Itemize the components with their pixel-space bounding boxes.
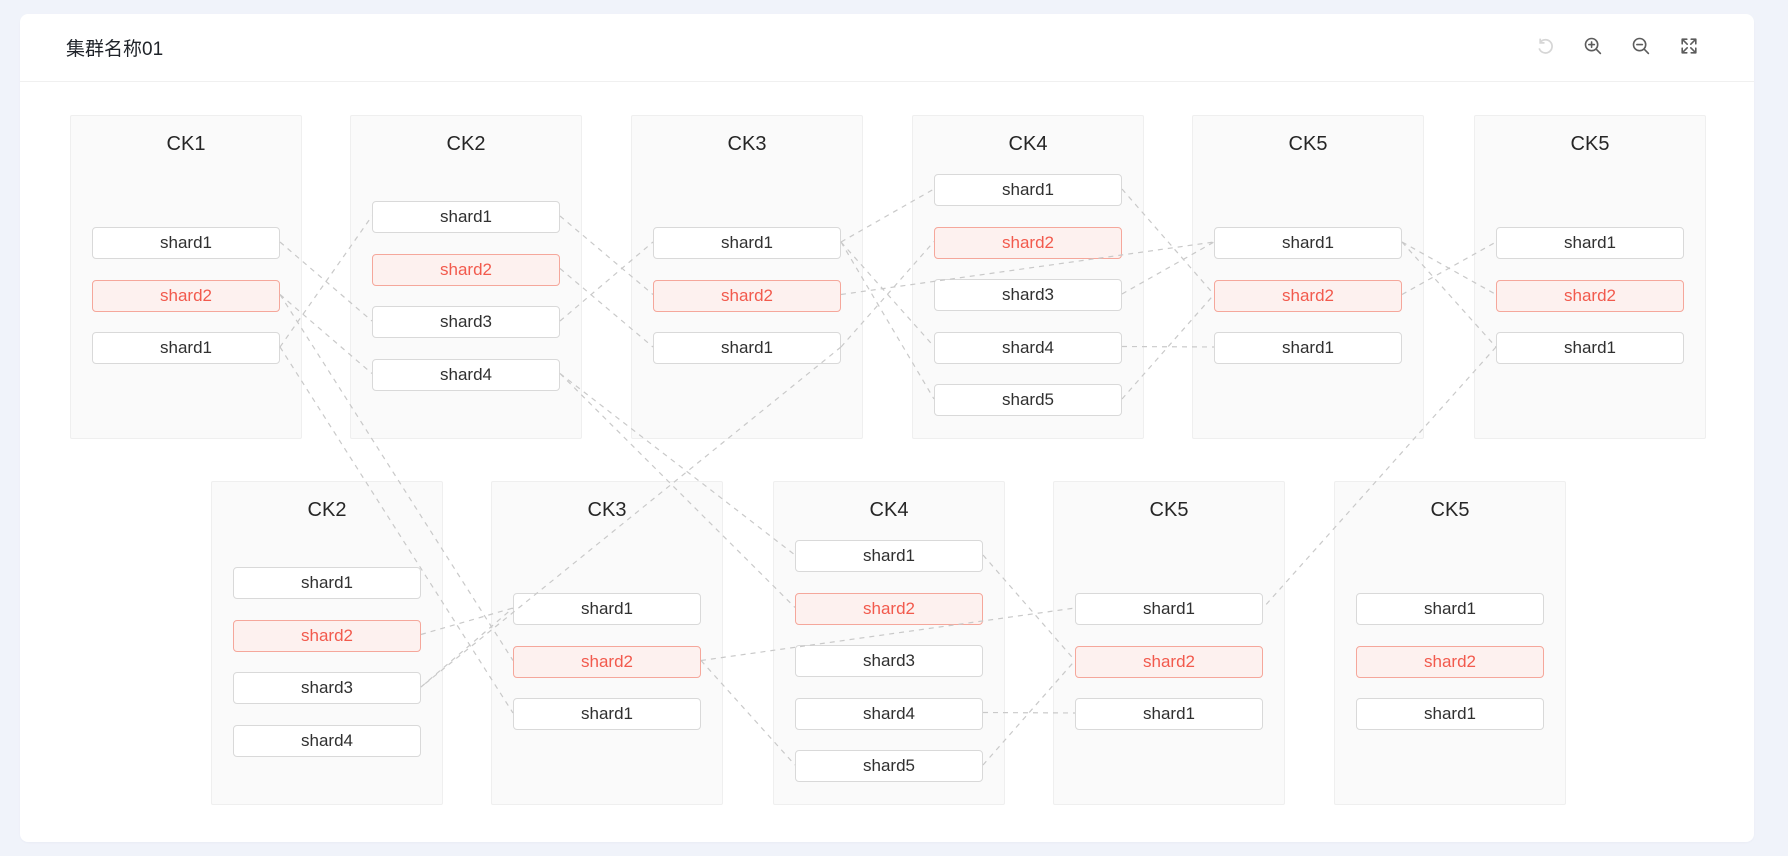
shard-node-t2-shard3[interactable]: shard3 xyxy=(372,306,560,338)
shard-node-b5-shard1[interactable]: shard1 xyxy=(1356,593,1544,625)
cluster-card-title: CK5 xyxy=(1149,499,1189,521)
shard-node-b5-shard1[interactable]: shard1 xyxy=(1356,698,1544,730)
zoom-in-icon xyxy=(1583,36,1603,59)
cluster-card-b4: CK5 shard1 shard2 shard1 xyxy=(1053,481,1285,805)
cluster-card-b2: CK3 shard1 shard2 shard1 xyxy=(491,481,723,805)
shard-node-b3-shard2-highlighted[interactable]: shard2 xyxy=(795,592,983,625)
shard-node-t6-shard1[interactable]: shard1 xyxy=(1496,332,1684,364)
undo-icon xyxy=(1535,36,1555,59)
shard-node-t2-shard4[interactable]: shard4 xyxy=(372,358,560,391)
cluster-card-title: CK3 xyxy=(727,133,767,155)
shard-node-b1-shard4[interactable]: shard4 xyxy=(233,724,421,757)
shard-node-b4-shard1[interactable]: shard1 xyxy=(1075,698,1263,730)
cluster-card-title: CK3 xyxy=(587,499,627,521)
shard-node-b5-shard2-highlighted[interactable]: shard2 xyxy=(1356,645,1544,678)
shard-node-b4-shard1[interactable]: shard1 xyxy=(1075,593,1263,625)
cluster-card-t6: CK5 shard1 shard2 shard1 xyxy=(1474,115,1706,439)
cluster-card-t5: CK5 shard1 shard2 shard1 xyxy=(1192,115,1424,439)
shard-node-t4-shard3[interactable]: shard3 xyxy=(934,279,1122,311)
shard-node-b3-shard5[interactable]: shard5 xyxy=(795,750,983,782)
shard-node-t3-shard1[interactable]: shard1 xyxy=(653,227,841,259)
shard-node-b1-shard1[interactable]: shard1 xyxy=(233,567,421,599)
cluster-card-t2: CK2 shard1 shard2 shard3 shard4 xyxy=(350,115,582,439)
shard-node-t2-shard1[interactable]: shard1 xyxy=(372,201,560,233)
shard-node-b1-shard3[interactable]: shard3 xyxy=(233,672,421,704)
cluster-card-b3: CK4 shard1 shard2 shard3 shard4 shard5 xyxy=(773,481,1005,805)
shard-node-t3-shard1[interactable]: shard1 xyxy=(653,332,841,364)
shard-node-b2-shard1[interactable]: shard1 xyxy=(513,593,701,625)
shard-node-t6-shard1[interactable]: shard1 xyxy=(1496,227,1684,259)
zoom-in-button[interactable] xyxy=(1583,36,1603,59)
cluster-card-title: CK4 xyxy=(1008,133,1048,155)
cluster-panel: 集群名称01 xyxy=(20,14,1754,842)
shard-node-b1-shard2-highlighted[interactable]: shard2 xyxy=(233,619,421,652)
page-title: 集群名称01 xyxy=(66,39,164,60)
shard-node-b2-shard2-highlighted[interactable]: shard2 xyxy=(513,645,701,678)
shard-node-t5-shard1[interactable]: shard1 xyxy=(1214,332,1402,364)
shard-node-t2-shard2-highlighted[interactable]: shard2 xyxy=(372,253,560,286)
toolbar xyxy=(1535,36,1699,59)
cluster-card-t1: CK1 shard1 shard2 shard1 xyxy=(70,115,302,439)
panel-header: 集群名称01 xyxy=(20,14,1754,82)
shard-node-b3-shard1[interactable]: shard1 xyxy=(795,540,983,572)
shard-node-t4-shard1[interactable]: shard1 xyxy=(934,174,1122,206)
shard-node-b4-shard2-highlighted[interactable]: shard2 xyxy=(1075,645,1263,678)
reset-view-button[interactable] xyxy=(1535,38,1555,58)
cluster-card-title: CK4 xyxy=(869,499,909,521)
cluster-card-title: CK5 xyxy=(1288,133,1328,155)
shard-node-t5-shard1[interactable]: shard1 xyxy=(1214,227,1402,259)
shard-node-t1-shard1[interactable]: shard1 xyxy=(92,227,280,259)
shard-node-t5-shard2-highlighted[interactable]: shard2 xyxy=(1214,279,1402,312)
shard-node-t4-shard4[interactable]: shard4 xyxy=(934,331,1122,364)
shard-node-b3-shard4[interactable]: shard4 xyxy=(795,697,983,730)
zoom-out-button[interactable] xyxy=(1631,36,1651,59)
cluster-card-b5: CK5 shard1 shard2 shard1 xyxy=(1334,481,1566,805)
cluster-card-title: CK1 xyxy=(166,133,206,155)
shard-node-b2-shard1[interactable]: shard1 xyxy=(513,698,701,730)
cluster-card-title: CK2 xyxy=(446,133,486,155)
shard-node-t1-shard2-highlighted[interactable]: shard2 xyxy=(92,279,280,312)
cluster-card-title: CK5 xyxy=(1570,133,1610,155)
cluster-card-title: CK2 xyxy=(307,499,347,521)
shard-node-b3-shard3[interactable]: shard3 xyxy=(795,645,983,677)
shard-node-t4-shard5[interactable]: shard5 xyxy=(934,384,1122,416)
cluster-card-title: CK5 xyxy=(1430,499,1470,521)
fullscreen-button[interactable] xyxy=(1679,38,1699,58)
cluster-card-b1: CK2 shard1 shard2 shard3 shard4 xyxy=(211,481,443,805)
shard-node-t3-shard2-highlighted[interactable]: shard2 xyxy=(653,279,841,312)
cluster-card-t3: CK3 shard1 shard2 shard1 xyxy=(631,115,863,439)
shard-node-t6-shard2-highlighted[interactable]: shard2 xyxy=(1496,279,1684,312)
zoom-out-icon xyxy=(1631,36,1651,59)
shard-node-t1-shard1[interactable]: shard1 xyxy=(92,332,280,364)
cluster-card-t4: CK4 shard1 shard2 shard3 shard4 shard5 xyxy=(912,115,1144,439)
shard-node-t4-shard2-highlighted[interactable]: shard2 xyxy=(934,226,1122,259)
fullscreen-icon xyxy=(1679,36,1699,59)
